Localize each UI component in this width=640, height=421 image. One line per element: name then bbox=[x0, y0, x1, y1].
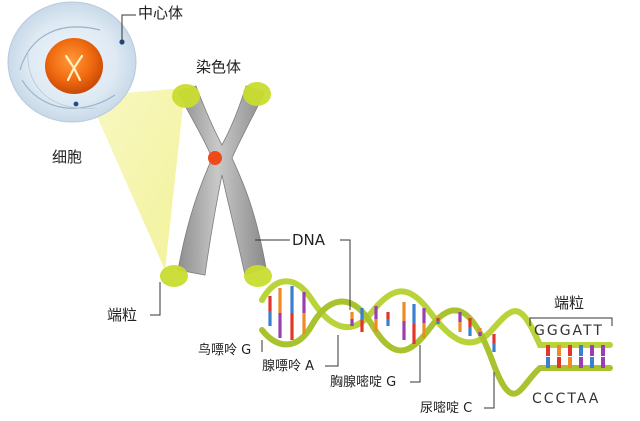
cell bbox=[7, 1, 137, 123]
cell-label: 细胞 bbox=[52, 148, 83, 166]
centromere bbox=[208, 151, 222, 165]
cytosine-label: 尿嘧啶 C bbox=[420, 401, 473, 416]
zoom-cone bbox=[88, 88, 185, 270]
telomere-label-left: 端粒 bbox=[107, 306, 138, 324]
nucleus bbox=[45, 38, 103, 94]
leader-lines bbox=[121, 14, 495, 409]
chromosome-label: 染色体 bbox=[196, 58, 242, 76]
telomere-bracket bbox=[529, 317, 613, 326]
telomere-label-right: 端粒 bbox=[554, 294, 585, 312]
dna-base-pairs bbox=[268, 286, 496, 352]
dna-backbone-a bbox=[259, 278, 613, 348]
thymine-label: 胸腺嘧啶 G bbox=[330, 375, 397, 390]
centrosome-label: 中心体 bbox=[138, 4, 184, 22]
chromosome bbox=[160, 82, 272, 287]
sequence-top: GGGATT bbox=[534, 323, 604, 339]
dna-end-bases bbox=[546, 345, 605, 368]
adenine-label: 腺嘌呤 A bbox=[262, 359, 315, 374]
dna-backbone-b bbox=[259, 298, 613, 397]
guanine-label: 鸟嘌呤 G bbox=[198, 343, 252, 358]
sequence-bottom: CCCTAA bbox=[532, 391, 601, 407]
dna-label: DNA bbox=[292, 231, 326, 249]
